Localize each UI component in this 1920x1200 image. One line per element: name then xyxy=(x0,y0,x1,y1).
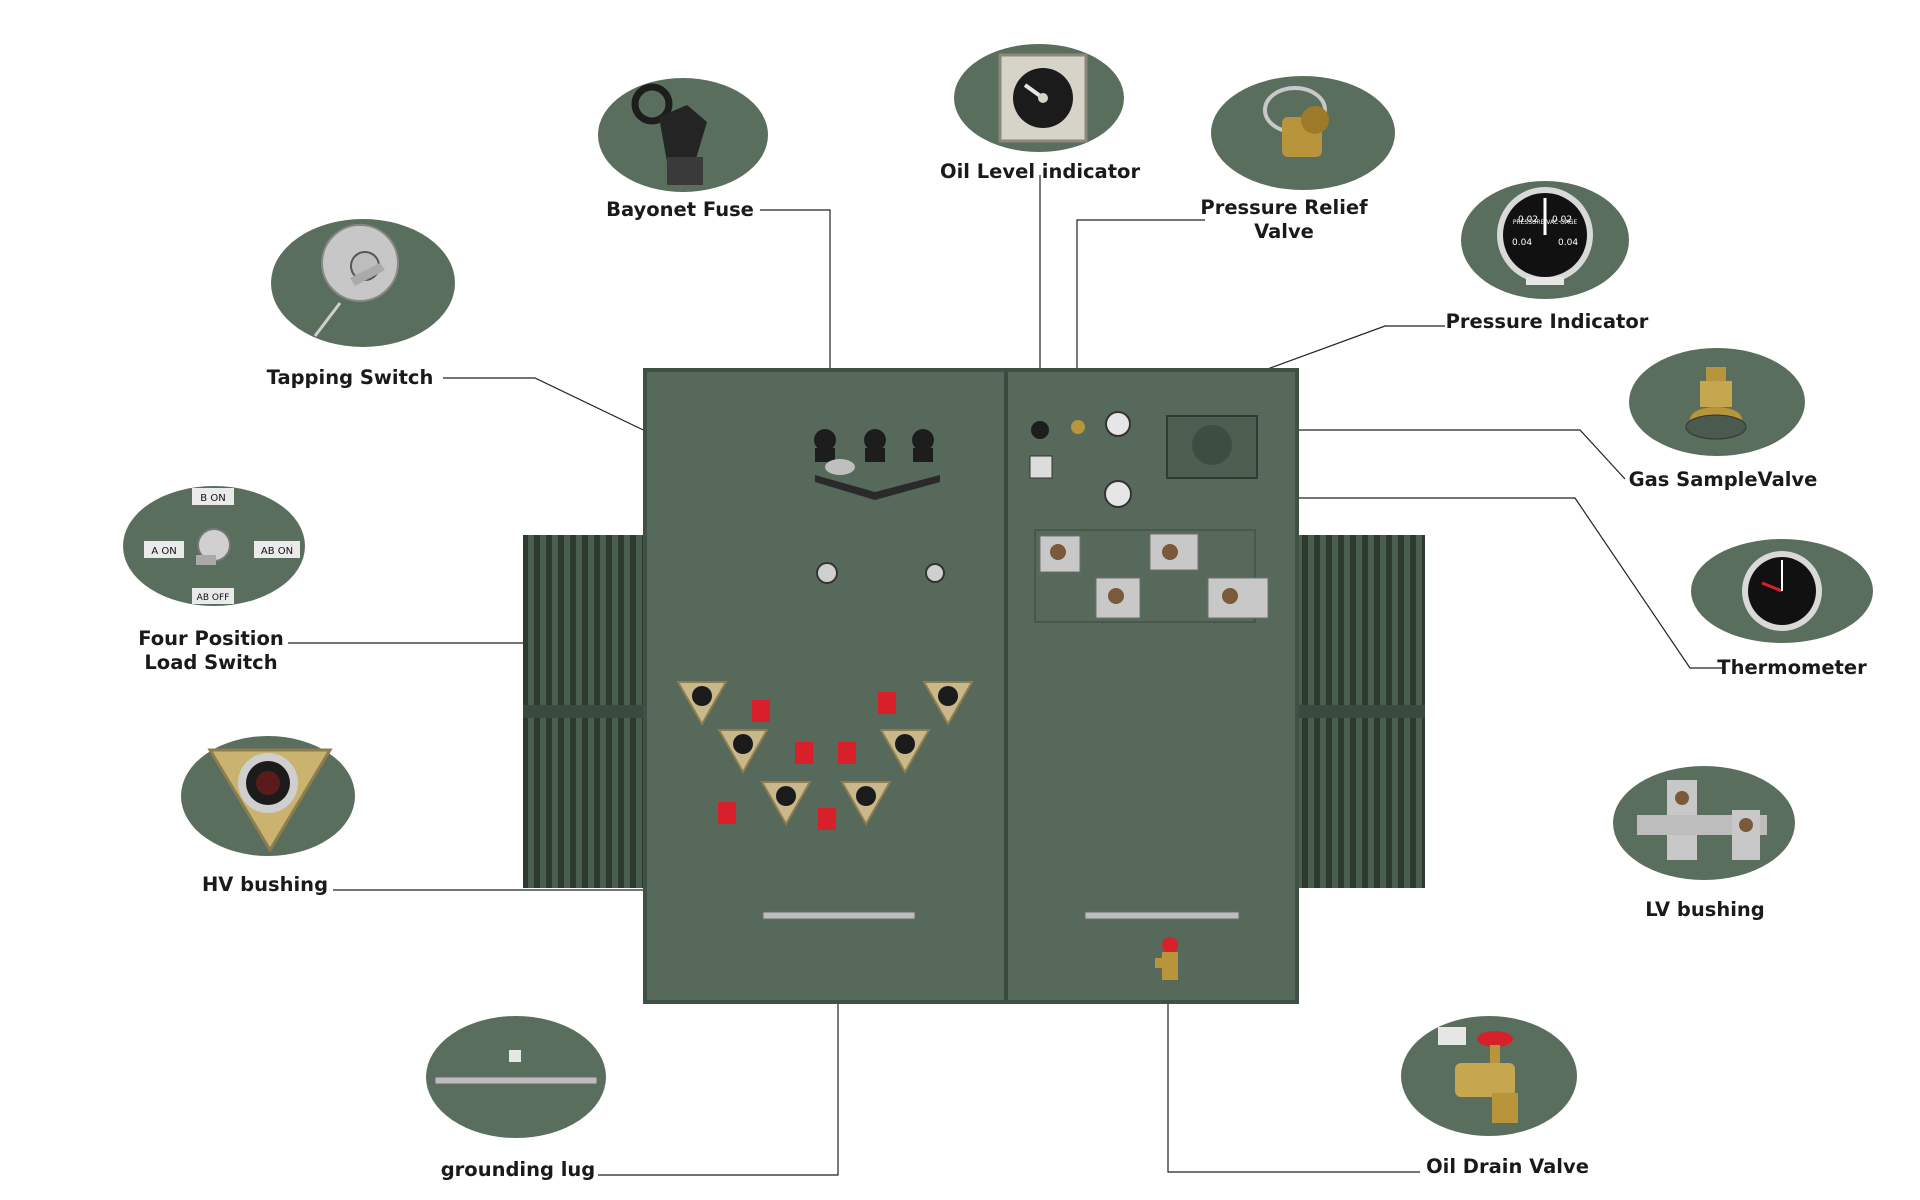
label-grounding-lug: grounding lug xyxy=(440,1158,596,1182)
tank-pressure-relief xyxy=(1071,420,1085,434)
inset-gas-sample-valve xyxy=(1628,347,1806,457)
inset-lv-bushing xyxy=(1612,765,1796,881)
label-pressure-relief-line1: Pressure Relief xyxy=(1200,196,1368,219)
load-switch-b-on: B ON xyxy=(200,493,225,504)
tank-hv-bushings xyxy=(676,681,974,830)
tank-oil-drain-valve xyxy=(1155,937,1178,980)
inset-four-position-load-switch: B ON A ON AB ON AB OFF xyxy=(122,485,306,607)
label-pressure-indicator-text: Pressure Indicator xyxy=(1445,310,1649,333)
label-lv-bushing-text: LV bushing xyxy=(1645,898,1765,921)
label-tapping-switch-text: Tapping Switch xyxy=(266,366,434,389)
label-four-position-line2: Load Switch xyxy=(144,651,278,674)
tank-ground-bar-left xyxy=(762,911,916,920)
pressure-gauge-right-bottom: 0.04 xyxy=(1558,238,1578,248)
tank-bayonet-fuses xyxy=(814,429,940,500)
inset-thermometer xyxy=(1690,538,1874,644)
label-gas-sample-valve: Gas SampleValve xyxy=(1620,468,1826,492)
tank-load-switch xyxy=(816,562,838,584)
tank-oil-level xyxy=(1031,421,1049,439)
inset-tapping-switch xyxy=(270,218,456,348)
pressure-gauge-right-top: 0.02 xyxy=(1552,215,1572,225)
label-tapping-switch: Tapping Switch xyxy=(262,366,438,390)
leader-bayonet-fuse xyxy=(760,209,831,430)
label-thermometer-text: Thermometer xyxy=(1717,656,1867,679)
label-oil-drain-valve-text: Oil Drain Valve xyxy=(1426,1155,1589,1178)
tank-pressure-indicator xyxy=(1105,411,1131,437)
label-thermometer: Thermometer xyxy=(1712,656,1872,680)
label-lv-bushing: LV bushing xyxy=(1630,898,1780,922)
label-four-position-load-switch: Four Position Load Switch xyxy=(130,627,292,675)
leader-oil-drain xyxy=(1167,970,1420,1173)
inset-hv-bushing xyxy=(180,735,356,857)
label-pressure-relief-line2: Valve xyxy=(1254,220,1314,243)
inset-pressure-indicator: PRESSURE VAC GAGE 0.02 0.02 0.04 0.04 xyxy=(1460,180,1630,300)
right-radiator xyxy=(1295,535,1425,888)
label-gas-sample-valve-text: Gas SampleValve xyxy=(1628,468,1818,491)
label-oil-level-indicator-text: Oil Level indicator xyxy=(940,160,1141,183)
leader-grounding-lug xyxy=(598,925,839,1176)
leader-pressure-relief xyxy=(1076,219,1205,430)
leader-thermometer xyxy=(1118,497,1722,669)
pressure-gauge-left-top: 0.02 xyxy=(1518,215,1538,225)
label-hv-bushing: HV bushing xyxy=(195,873,335,897)
pressure-gauge-left-bottom: 0.04 xyxy=(1512,238,1532,248)
label-pressure-indicator: Pressure Indicator xyxy=(1440,310,1654,334)
leader-gas-sample xyxy=(1210,429,1626,480)
load-switch-a-on: A ON xyxy=(151,546,176,557)
pressure-gauge-title: PRESSURE VAC GAGE xyxy=(1513,219,1578,226)
label-bayonet-fuse: Bayonet Fuse xyxy=(593,198,767,222)
label-grounding-lug-text: grounding lug xyxy=(440,1158,596,1181)
label-pressure-relief-valve: Pressure Relief Valve xyxy=(1195,196,1373,244)
inset-oil-level-indicator xyxy=(953,43,1125,153)
label-hv-bushing-text: HV bushing xyxy=(201,873,329,896)
load-switch-ab-off: AB OFF xyxy=(197,593,230,603)
label-oil-drain-valve: Oil Drain Valve xyxy=(1415,1155,1600,1179)
label-bayonet-fuse-text: Bayonet Fuse xyxy=(606,198,754,221)
label-four-position-line1: Four Position xyxy=(138,627,284,650)
left-radiator xyxy=(523,535,645,888)
inset-bayonet-fuse xyxy=(597,77,769,194)
tank-lv-bushings xyxy=(1034,529,1269,623)
tank-oil-level-window xyxy=(1029,455,1053,479)
tank-thermometer xyxy=(1104,480,1132,508)
tank-ground-bar-right xyxy=(1084,911,1240,920)
inset-oil-drain-valve xyxy=(1400,1015,1578,1137)
inset-grounding-lug xyxy=(425,1015,607,1139)
inset-pressure-relief-valve xyxy=(1210,75,1396,191)
tank-tapping-switch xyxy=(925,563,945,583)
label-oil-level-indicator: Oil Level indicator xyxy=(940,160,1140,184)
load-switch-ab-on: AB ON xyxy=(261,546,293,557)
